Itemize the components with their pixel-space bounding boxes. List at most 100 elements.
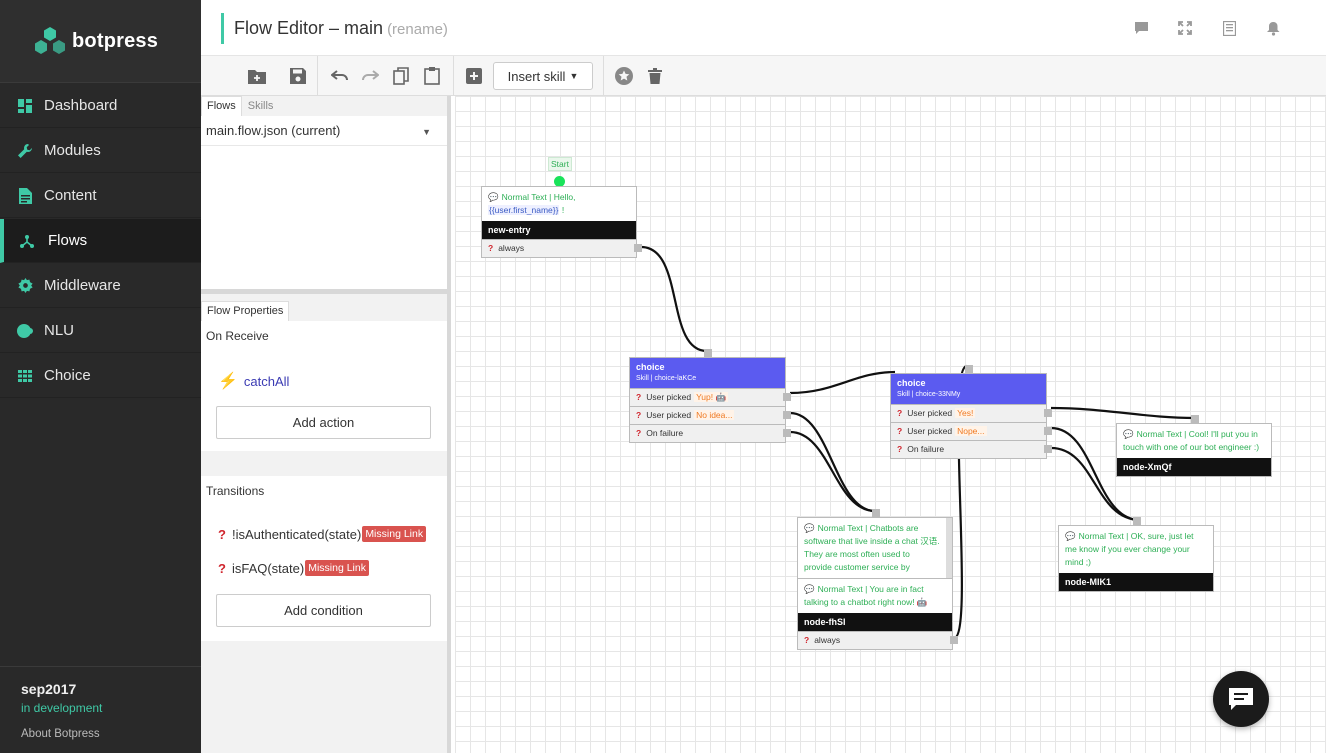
transition-label: always [814,635,841,645]
on-receive-header: On Receive [206,329,269,343]
tab-flows[interactable]: Flows [201,96,242,116]
node-xmqf[interactable]: 💬Normal Text | Cool! I'll put you in tou… [1116,415,1272,477]
catch-all-action[interactable]: ⚡ catchAll [218,371,289,391]
paste-icon[interactable] [420,64,444,88]
question-icon: ? [804,635,810,645]
left-panel: Flows Skills main.flow.json (current) ▼ … [201,96,451,753]
node-transition[interactable]: ?On failure [630,424,791,442]
node-content: 💬Normal Text | Cool! I'll put you in tou… [1117,424,1271,458]
question-icon: ? [636,392,642,402]
add-condition-button[interactable]: Add condition [216,594,431,627]
sidebar-item-content[interactable]: Content [0,174,201,218]
node-transition[interactable]: ? always [798,631,958,649]
in-port[interactable] [1191,415,1199,423]
transition-value: Nope... [955,426,987,436]
sidebar-item-middleware[interactable]: Middleware [0,264,201,308]
chat-bubble-button[interactable] [1213,671,1269,727]
transition-item[interactable]: ? !isAuthenticated(state) Missing Link [218,526,427,542]
tab-skills[interactable]: Skills [247,100,274,112]
about-link[interactable]: About Botpress [21,728,100,740]
sidebar-item-choice[interactable]: Choice [0,354,201,398]
out-port[interactable] [1044,427,1052,435]
node-choice-1[interactable]: choice Skill | choice-laKCe ?User picked… [629,349,791,443]
sidebar-item-nlu[interactable]: NLU [0,309,201,353]
grid-icon [0,369,44,382]
comment-icon[interactable] [1131,18,1151,38]
undo-icon[interactable] [328,64,352,88]
out-port[interactable] [634,244,642,252]
in-port[interactable] [965,365,973,373]
out-port[interactable] [950,636,958,644]
wire-entry-to-choice1 [640,245,708,353]
tab-flow-properties[interactable]: Flow Properties [201,301,290,321]
content-text: Normal Text | Cool! I'll put you in touc… [1123,429,1260,452]
question-icon: ? [218,560,226,576]
sidebar-item-modules[interactable]: Modules [0,129,201,173]
in-port[interactable] [704,349,712,357]
transition-item[interactable]: ? isFAQ(state) Missing Link [218,560,369,576]
missing-link-badge: Missing Link [305,560,369,576]
sidebar-item-label: Dashboard [44,97,118,114]
header-accent [221,13,224,44]
transitions-section: Transitions ? !isAuthenticated(state) Mi… [201,476,447,641]
logo[interactable]: botpress [0,0,201,83]
node-transition[interactable]: ?always [482,239,642,257]
toolbar-separator [317,56,318,96]
node-mik1[interactable]: 💬Normal Text | OK, sure, just let me kno… [1058,517,1214,592]
out-port[interactable] [783,411,791,419]
skill-subtitle: Skill | choice-laKCe [636,375,697,382]
add-node-icon[interactable] [462,64,486,88]
node-choice-2[interactable]: choice Skill | choice-33NMy ?User picked… [890,365,1052,459]
sidebar-item-label: Choice [44,367,91,384]
in-port[interactable] [872,509,880,517]
transition-label: On failure [646,428,684,438]
question-icon: ? [636,410,642,420]
start-port[interactable] [554,176,565,187]
question-icon: ? [897,444,903,454]
wire-choice1-failure-to-fhsi [789,430,876,513]
rename-link[interactable]: (rename) [387,21,448,38]
redo-icon[interactable] [358,64,382,88]
sidebar-item-dashboard[interactable]: Dashboard [0,84,201,128]
trash-icon[interactable] [643,64,667,88]
bell-icon[interactable] [1263,18,1283,38]
add-action-button[interactable]: Add action [216,406,431,439]
fullscreen-icon[interactable] [1175,18,1195,38]
document-icon [0,187,44,204]
copy-icon[interactable] [389,64,413,88]
save-icon[interactable] [286,64,310,88]
in-port[interactable] [1133,517,1141,525]
node-fhsi[interactable]: 💬Normal Text | Chatbots are software tha… [797,509,958,650]
transition-value: Yes! [955,408,976,418]
out-port[interactable] [1044,445,1052,453]
sidebar-item-label: Flows [48,232,88,249]
new-flow-icon[interactable] [245,64,269,88]
out-port[interactable] [783,393,791,401]
transition-label: User picked [907,408,953,418]
question-icon: ? [897,426,903,436]
node-transition[interactable]: ?On failure [891,440,1052,458]
content-text: Normal Text | You are in fact talking to… [804,584,928,607]
sidebar-item-flows[interactable]: Flows [0,219,201,263]
wrench-icon [0,143,44,159]
out-port[interactable] [783,429,791,437]
out-port[interactable] [1044,409,1052,417]
page-title: Flow Editor – main(rename) [234,18,448,39]
sidebar: botpress Dashboard Modules Content Flows… [0,0,201,753]
sidebar-item-label: NLU [44,322,75,339]
flow-canvas[interactable]: Start 💬Normal Text | Hello, {{user.first… [455,96,1326,753]
wire-choice1-yup-to-choice2 [789,370,896,395]
node-new-entry[interactable]: 💬Normal Text | Hello, {{user.first_name}… [481,186,642,258]
star-icon[interactable] [612,64,636,88]
insert-skill-dropdown[interactable]: Insert skill▼ [493,62,593,90]
flow-list [201,146,447,289]
project-env: in development [21,701,103,715]
flows-tabs: Flows Skills [201,96,279,116]
flow-select[interactable]: main.flow.json (current) ▼ [201,116,447,146]
panel-divider[interactable] [201,289,451,294]
docs-icon[interactable] [1219,18,1239,38]
